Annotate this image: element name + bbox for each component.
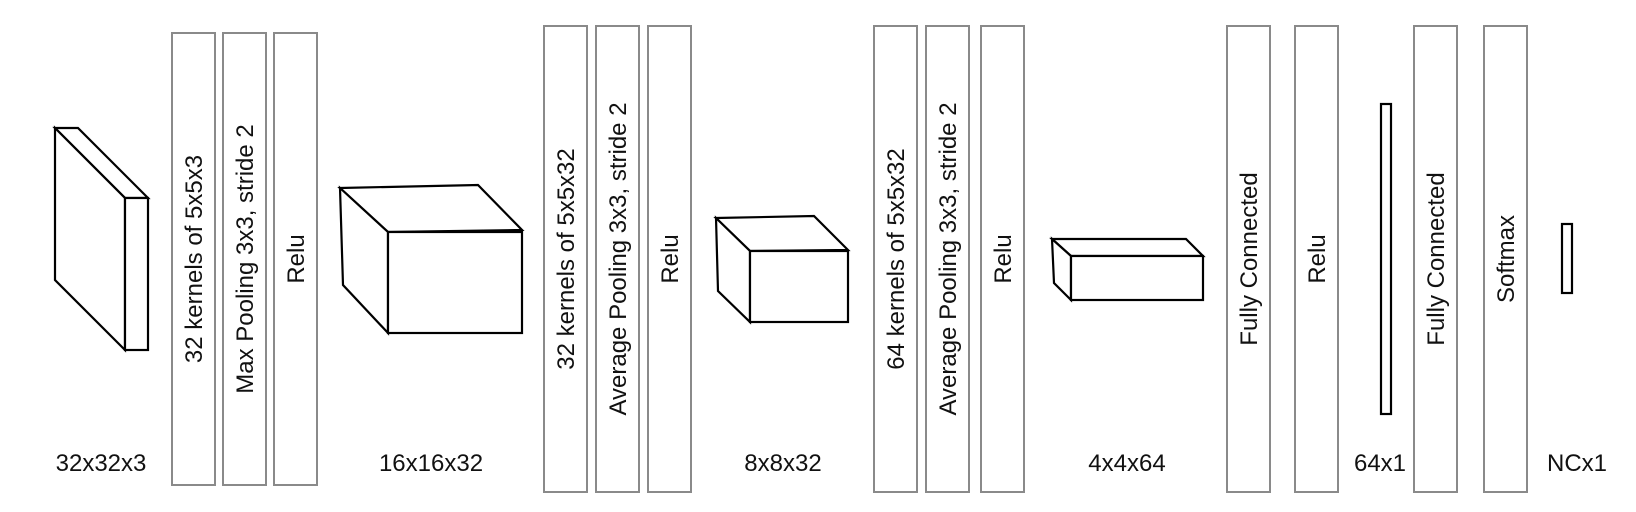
layer-fc2-label: Fully Connected xyxy=(1423,172,1450,345)
volume-32x32x3 xyxy=(52,125,151,353)
layer-conv1-label: 32 kernels of 5x5x3 xyxy=(181,155,208,363)
volume-8x8x32 xyxy=(713,214,851,325)
volume-16x16x32 xyxy=(337,183,525,336)
layer-conv3: 64 kernels of 5x5x32 xyxy=(873,25,918,493)
layer-fc2: Fully Connected xyxy=(1413,25,1458,493)
layer-maxpool1: Max Pooling 3x3, stride 2 xyxy=(222,32,267,486)
layer-softmax-label: Softmax xyxy=(1493,215,1520,303)
layer-conv2-label: 32 kernels of 5x5x32 xyxy=(553,148,580,369)
layer-relu2-label: Relu xyxy=(657,234,684,283)
layer-avgpool3-label: Average Pooling 3x3, stride 2 xyxy=(935,102,962,415)
dim-label-32x32x3: 32x32x3 xyxy=(56,450,147,477)
layer-avgpool2-label: Average Pooling 3x3, stride 2 xyxy=(605,102,632,415)
layer-relu3-label: Relu xyxy=(990,234,1017,283)
dim-label-64x1: 64x1 xyxy=(1354,450,1406,477)
volume-4x4x64 xyxy=(1049,236,1206,303)
layer-softmax: Softmax xyxy=(1483,25,1528,493)
layer-avgpool2: Average Pooling 3x3, stride 2 xyxy=(595,25,640,493)
layer-relu3: Relu xyxy=(980,25,1025,493)
layer-fc1: Fully Connected xyxy=(1226,25,1271,493)
layer-relu4-label: Relu xyxy=(1304,234,1331,283)
layer-conv2: 32 kernels of 5x5x32 xyxy=(543,25,588,493)
vector-64x1 xyxy=(1379,102,1393,416)
vector-ncx1 xyxy=(1560,222,1574,295)
layer-relu2: Relu xyxy=(647,25,692,493)
layer-relu1-label: Relu xyxy=(283,234,310,283)
dim-label-16x16x32: 16x16x32 xyxy=(379,450,483,477)
layer-relu4: Relu xyxy=(1294,25,1339,493)
layer-maxpool1-label: Max Pooling 3x3, stride 2 xyxy=(232,124,259,393)
layer-fc1-label: Fully Connected xyxy=(1236,172,1263,345)
dim-label-ncx1: NCx1 xyxy=(1547,450,1607,477)
layer-avgpool3: Average Pooling 3x3, stride 2 xyxy=(925,25,970,493)
layer-conv3-label: 64 kernels of 5x5x32 xyxy=(883,148,910,369)
layer-conv1: 32 kernels of 5x5x3 xyxy=(171,32,216,486)
dim-label-4x4x64: 4x4x64 xyxy=(1088,450,1165,477)
layer-relu1: Relu xyxy=(273,32,318,486)
dim-label-8x8x32: 8x8x32 xyxy=(744,450,821,477)
